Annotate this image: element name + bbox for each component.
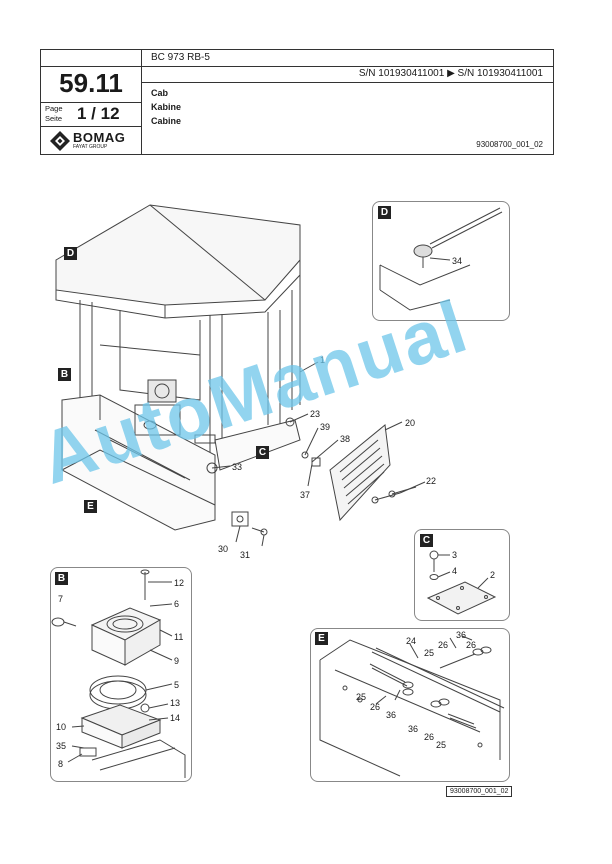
- document-number: 93008700_001_02: [476, 140, 543, 149]
- detail-tag-d: D: [378, 206, 391, 219]
- part-number: 36: [408, 724, 419, 734]
- serial-range: S/N 101930411001 ▶ S/N 101930411001: [358, 68, 543, 79]
- model-name: BC 973 RB-5: [151, 52, 210, 63]
- part-number: 25: [436, 740, 447, 750]
- view-tag-e: E: [84, 500, 97, 513]
- part-number: 30: [218, 544, 229, 554]
- section-number: 59.11: [59, 68, 123, 98]
- divider: [41, 66, 553, 67]
- part-number: 36: [456, 630, 467, 640]
- part-number: 3: [452, 550, 458, 560]
- part-number: 10: [56, 722, 67, 732]
- part-number: 37: [300, 490, 311, 500]
- part-number: 11: [174, 632, 184, 642]
- part-number: 1: [320, 355, 326, 365]
- part-number: 20: [405, 418, 416, 428]
- part-number: 36: [386, 710, 397, 720]
- divider: [41, 102, 141, 103]
- detail-tag-c: C: [420, 534, 433, 547]
- view-tag-c: C: [256, 446, 269, 459]
- part-number: 7: [58, 594, 64, 604]
- page-label: Page Seite: [45, 104, 63, 123]
- divider: [141, 82, 553, 83]
- title-en: Cab: [151, 88, 169, 98]
- part-number: 26: [438, 640, 449, 650]
- part-number: 25: [424, 648, 435, 658]
- part-number: 35: [56, 741, 67, 751]
- part-number: 38: [340, 434, 351, 444]
- logo-text: BOMAG: [73, 130, 126, 145]
- part-number: 22: [426, 476, 437, 486]
- bomag-logo: BOMAG FAYAT GROUP: [49, 130, 139, 152]
- part-number: 34: [452, 256, 463, 266]
- detail-d-panel: [372, 201, 510, 321]
- part-number: 39: [320, 422, 331, 432]
- part-number: 24: [406, 636, 417, 646]
- part-number: 8: [58, 759, 64, 769]
- header-block: BC 973 RB-5 S/N 101930411001 ▶ S/N 10193…: [40, 49, 554, 155]
- part-number: 31: [240, 550, 251, 560]
- logo-subtext: FAYAT GROUP: [73, 144, 108, 150]
- detail-tag-e: E: [315, 632, 328, 645]
- part-number: 26: [466, 640, 477, 650]
- bomag-logo-icon: [50, 131, 70, 151]
- part-number: 14: [170, 713, 181, 723]
- part-number: 13: [170, 698, 181, 708]
- part-number: 26: [370, 702, 381, 712]
- part-number: 26: [424, 732, 435, 742]
- part-number: 4: [452, 566, 458, 576]
- part-number: 12: [174, 578, 185, 588]
- detail-e-panel: [310, 628, 510, 782]
- part-number: 25: [356, 692, 367, 702]
- view-tag-d: D: [64, 247, 77, 260]
- divider: [41, 126, 141, 127]
- page-number: 1 / 12: [77, 104, 120, 123]
- part-number: 23: [310, 409, 321, 419]
- part-number: 2: [490, 570, 496, 580]
- part-number: 9: [174, 656, 180, 666]
- title-de: Kabine: [151, 102, 182, 112]
- part-number: 6: [174, 599, 180, 609]
- part-number: 5: [174, 680, 180, 690]
- title-fr: Cabine: [151, 116, 182, 126]
- detail-tag-b: B: [55, 572, 68, 585]
- divider: [141, 50, 142, 154]
- figure-number: 93008700_001_02: [446, 786, 513, 797]
- part-number: 33: [232, 462, 243, 472]
- view-tag-b: B: [58, 368, 71, 381]
